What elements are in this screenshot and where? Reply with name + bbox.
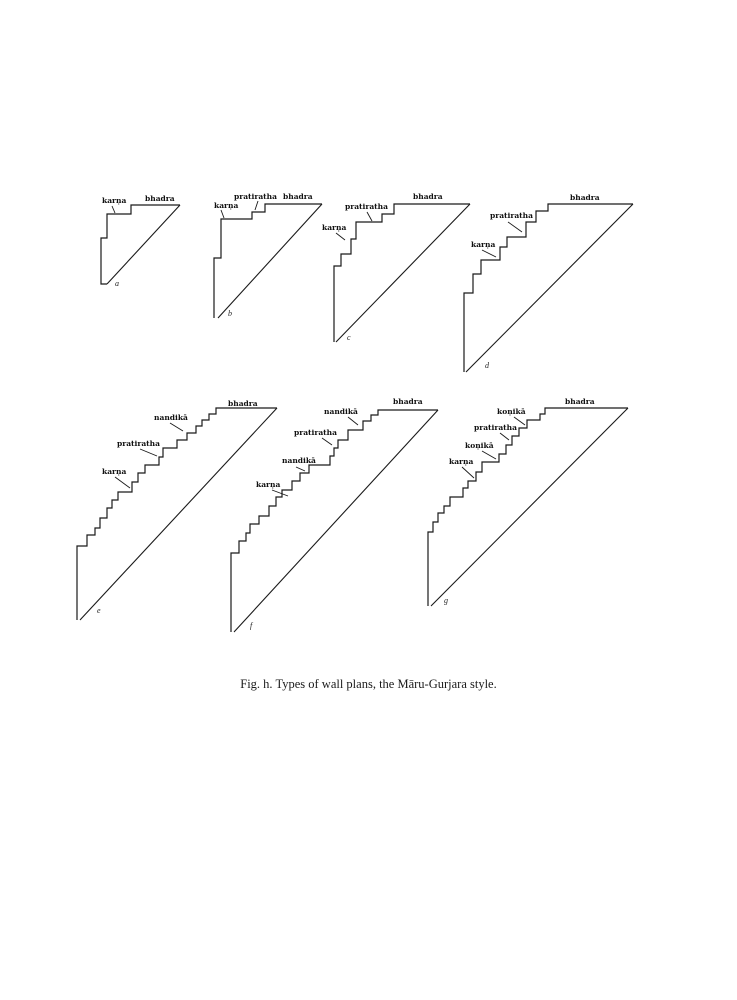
leader-line xyxy=(481,249,497,258)
leader-line xyxy=(335,232,346,241)
leader-line xyxy=(169,422,184,432)
plan-letter: c xyxy=(347,333,351,342)
leader-line xyxy=(366,211,373,222)
label-karna: karṇa xyxy=(449,457,473,466)
plan-letter: g xyxy=(444,596,448,605)
label-bhadra: bhadra xyxy=(145,194,175,203)
label-karna: karṇa xyxy=(256,480,280,489)
label-pratiratha: pratiratha xyxy=(345,202,388,211)
label-nandika: nandikā xyxy=(154,413,188,422)
plan-f-outline xyxy=(230,409,438,632)
label-pratiratha: pratiratha xyxy=(474,423,517,432)
label-karna: karṇa xyxy=(102,467,126,476)
label-konika: koṇikā xyxy=(465,441,494,450)
plan-g: koṇikā bhadra pratiratha koṇikā karṇa g xyxy=(427,397,629,607)
plan-d-diagonal xyxy=(465,203,634,373)
label-pratiratha: pratiratha xyxy=(117,439,160,448)
plan-d-outline xyxy=(463,203,633,372)
plan-a-outline xyxy=(100,204,180,285)
plan-d: bhadra pratiratha karṇa d xyxy=(463,193,634,373)
label-karna: karṇa xyxy=(102,196,126,205)
label-bhadra: bhadra xyxy=(570,193,600,202)
label-bhadra: bhadra xyxy=(228,399,258,408)
leader-line xyxy=(513,416,526,426)
plan-a-diagonal xyxy=(106,204,181,285)
leader-line xyxy=(347,416,359,426)
leader-line xyxy=(461,466,475,479)
leader-line xyxy=(114,476,131,489)
label-konika: koṇikā xyxy=(497,407,526,416)
plan-letter: f xyxy=(250,621,254,630)
plan-f: nandikā bhadra pratiratha nandikā karṇa … xyxy=(230,397,439,633)
plan-e-outline xyxy=(76,407,277,620)
label-pratiratha: pratiratha xyxy=(490,211,533,220)
plan-c: pratiratha bhadra karṇa c xyxy=(322,192,471,343)
plan-letter: d xyxy=(485,361,490,370)
label-karna: karṇa xyxy=(471,240,495,249)
plan-g-diagonal xyxy=(430,407,629,607)
plan-e-diagonal xyxy=(79,407,278,621)
plan-letter: b xyxy=(228,309,232,318)
label-karna: karṇa xyxy=(214,201,238,210)
label-nandika: nandikā xyxy=(324,407,358,416)
plan-b: pratiratha karṇa bhadra b xyxy=(213,192,323,319)
leader-line xyxy=(111,205,116,214)
leader-line xyxy=(295,466,306,472)
plan-e: bhadra nandikā pratiratha karṇa e xyxy=(76,399,278,621)
plan-f-diagonal xyxy=(233,409,439,633)
plan-b-outline xyxy=(213,203,322,318)
leader-line xyxy=(139,448,158,457)
label-bhadra: bhadra xyxy=(413,192,443,201)
leader-line xyxy=(481,450,497,460)
label-karna: karṇa xyxy=(322,223,346,232)
leader-line xyxy=(271,489,289,497)
label-bhadra: bhadra xyxy=(393,397,423,406)
leader-line xyxy=(321,437,333,446)
label-nandika: nandikā xyxy=(282,456,316,465)
leader-line xyxy=(499,432,510,441)
plan-c-diagonal xyxy=(335,203,471,343)
plan-g-outline xyxy=(427,407,628,606)
plan-c-outline xyxy=(333,203,470,342)
label-bhadra: bhadra xyxy=(283,192,313,201)
plan-letter: a xyxy=(115,279,119,288)
plan-letter: e xyxy=(97,606,101,615)
leader-line xyxy=(220,209,225,219)
label-pratiratha: pratiratha xyxy=(294,428,337,437)
plan-b-diagonal xyxy=(217,203,323,319)
label-bhadra: bhadra xyxy=(565,397,595,406)
plan-a: karṇa bhadra a xyxy=(100,194,181,288)
label-pratiratha: pratiratha xyxy=(234,192,277,201)
leader-line xyxy=(507,221,523,233)
figure-caption: Fig. h. Types of wall plans, the Māru-Gu… xyxy=(240,677,497,691)
leader-line xyxy=(254,200,259,211)
